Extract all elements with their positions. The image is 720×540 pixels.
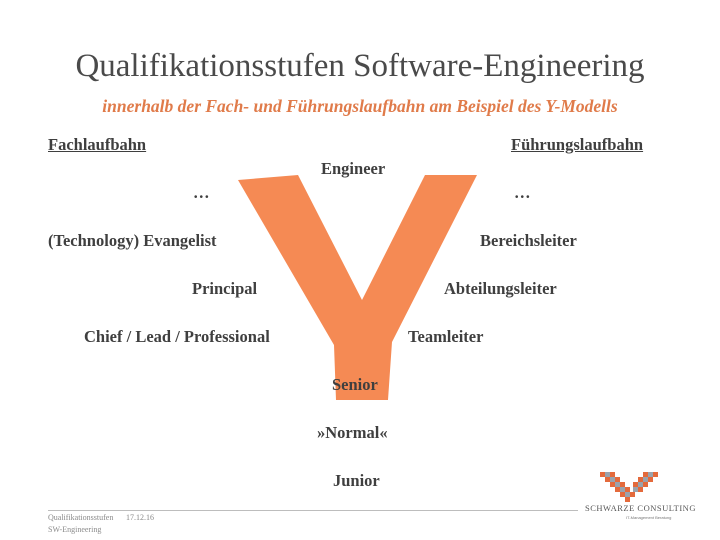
left-item: (Technology) Evangelist bbox=[48, 231, 217, 250]
footer-subtopic: SW-Engineering bbox=[48, 525, 102, 534]
company-tagline: IT-Management Beratung bbox=[626, 515, 672, 520]
left-ellipsis: … bbox=[193, 183, 210, 202]
right-heading: Führungslaufbahn bbox=[511, 135, 644, 154]
footer-divider bbox=[48, 510, 578, 511]
right-item: Abteilungsleiter bbox=[444, 279, 557, 298]
right-item: Teamleiter bbox=[408, 327, 484, 346]
left-heading: Fachlaufbahn bbox=[48, 135, 147, 154]
right-ellipsis: … bbox=[514, 183, 531, 202]
company-name: SCHWARZE CONSULTING bbox=[585, 503, 696, 513]
left-item: Principal bbox=[192, 279, 258, 298]
footer-topic: Qualifikationsstufen bbox=[48, 513, 114, 522]
right-item: Bereichsleiter bbox=[480, 231, 577, 250]
slide-subtitle: innerhalb der Fach- und Führungslaufbahn… bbox=[102, 96, 618, 116]
stem-item: Junior bbox=[333, 471, 380, 490]
footer-date: 17.12.16 bbox=[126, 513, 154, 522]
checkerboard-v-icon bbox=[600, 472, 658, 502]
left-item: Chief / Lead / Professional bbox=[84, 327, 270, 346]
stem-item: »Normal« bbox=[317, 423, 388, 442]
slide-title: Qualifikationsstufen Software-Engineerin… bbox=[75, 48, 645, 84]
stem-item: Senior bbox=[332, 375, 378, 394]
center-top-label: Engineer bbox=[321, 159, 386, 178]
